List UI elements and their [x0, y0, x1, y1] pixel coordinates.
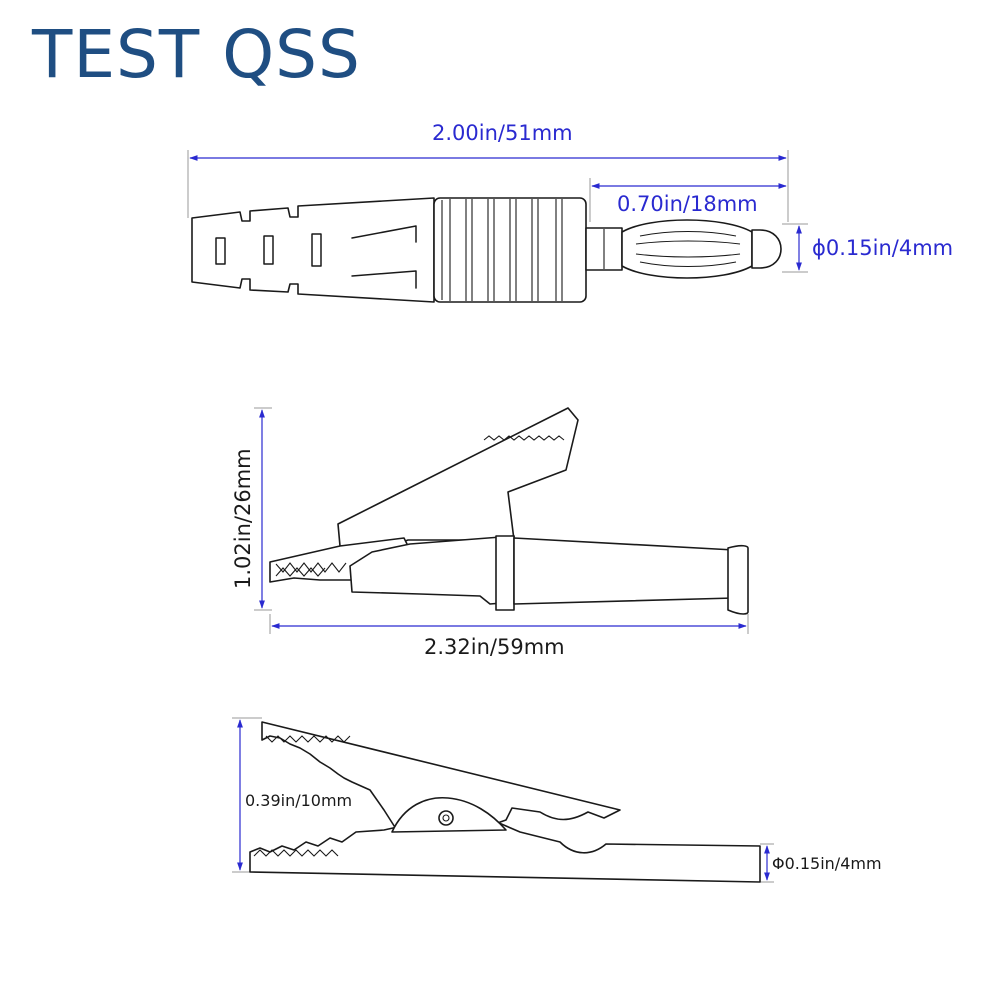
metal-clip-lower-jaw: [249, 819, 761, 883]
dim-label-height: 1.02in/26mm: [231, 448, 255, 589]
banana-plug-drawing: 2.00in/51mm 0.70in/18mm ϕ0.15in/4mm: [187, 121, 953, 303]
dim-label-length: 2.32in/59mm: [424, 635, 565, 659]
plug-boot: [191, 197, 435, 303]
plug-pin-spring: [621, 219, 753, 279]
dim-label-overall: 2.00in/51mm: [432, 121, 573, 145]
clip-sleeve: [513, 537, 735, 605]
dim-label-pin: 0.70in/18mm: [617, 192, 758, 216]
insulated-clip-drawing: 1.02in/26mm 2.32in/59mm: [231, 407, 749, 659]
clip-boot-flange: [495, 535, 515, 611]
dim-label-jaw: 0.39in/10mm: [245, 791, 352, 810]
metal-clip-rivet: [438, 810, 454, 826]
plug-pin-tip: [751, 229, 782, 269]
metal-clip-drawing: 0.39in/10mm Φ0.15in/4mm: [232, 717, 882, 883]
clip-sleeve-end: [727, 544, 749, 615]
dim-label-tip-diameter: ϕ0.15in/4mm: [812, 236, 953, 260]
dim-label-tail-diameter: Φ0.15in/4mm: [772, 854, 882, 873]
brand-title: TEST QSS: [32, 16, 361, 93]
clip-upper-lever: [337, 407, 579, 551]
